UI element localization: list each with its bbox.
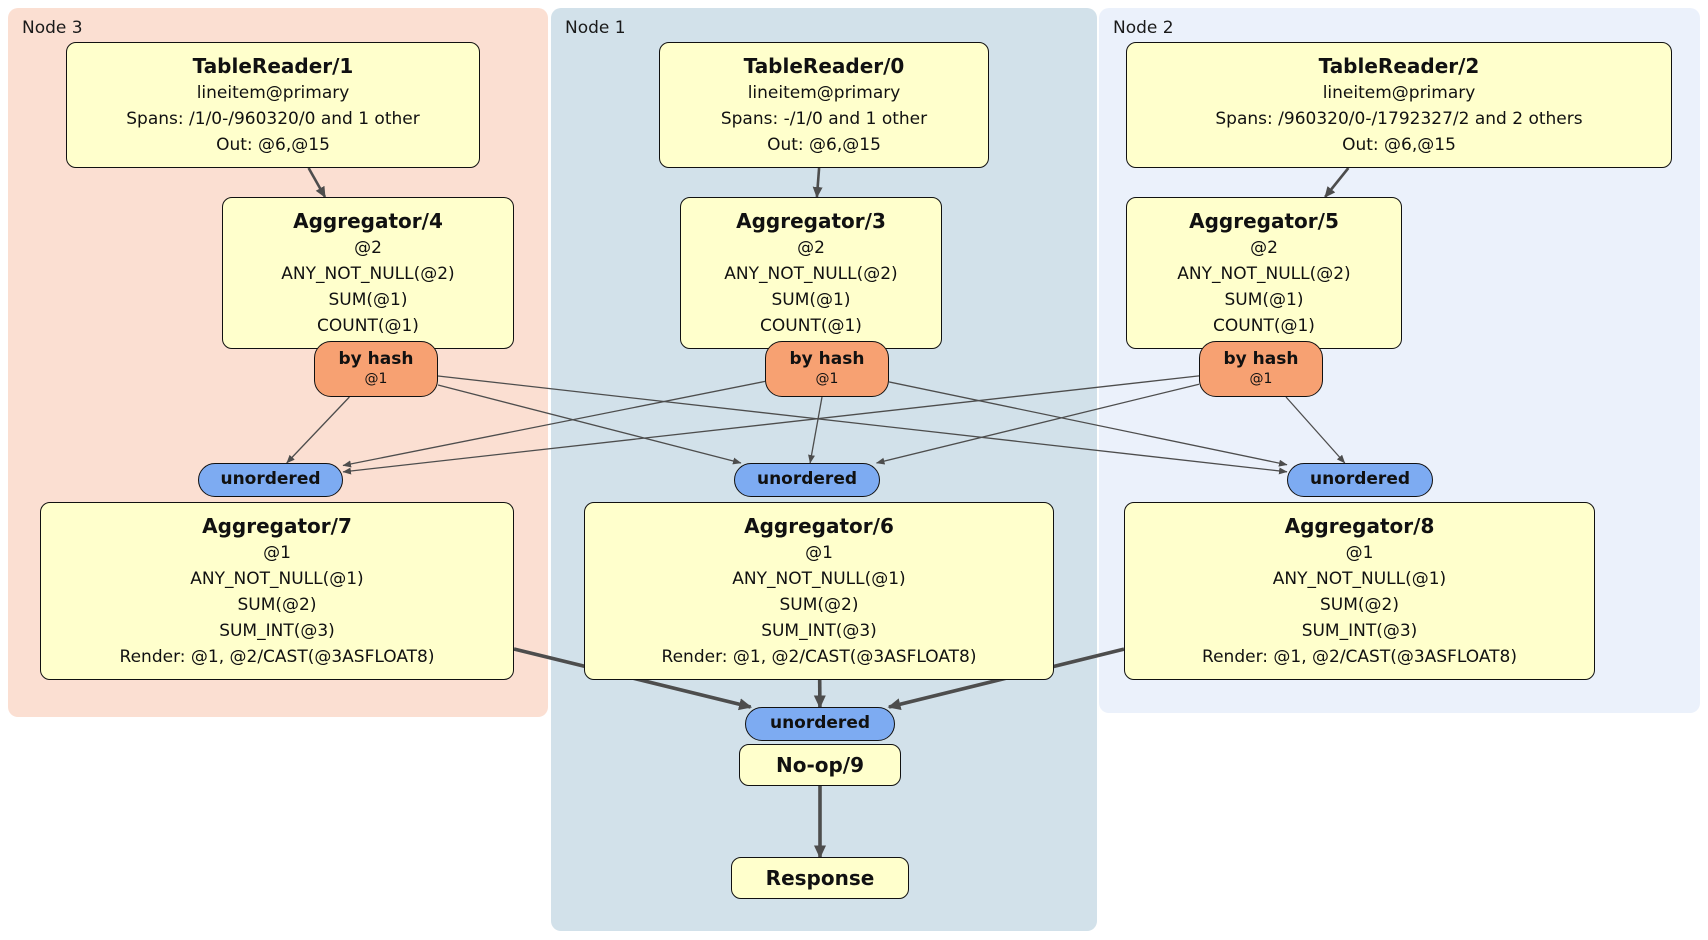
processor-detail-line: ANY_NOT_NULL(@2): [1177, 264, 1351, 284]
processor-detail-line: SUM(@2): [1320, 595, 1399, 615]
region-node1-label: Node 1: [565, 18, 626, 38]
processor-detail-line: SUM_INT(@3): [1301, 621, 1418, 641]
processor-detail-line: @2: [1250, 238, 1278, 258]
processor-detail-line: SUM(@2): [237, 595, 317, 615]
router-label: by hash: [338, 349, 414, 369]
processor-title-noop9: No-op/9: [775, 753, 865, 777]
processor-title-tr0: TableReader/0: [743, 54, 905, 78]
processor-box-response: Response: [731, 857, 909, 899]
edge-tr1-agg4: [307, 167, 327, 198]
processor-title-agg4: Aggregator/4: [293, 209, 443, 233]
processor-title-agg7: Aggregator/7: [202, 514, 352, 538]
processor-detail-line: Out: @6,@15: [216, 135, 330, 155]
sync-unordered-uno3: unordered: [198, 463, 343, 497]
router-by-hash-node3: by hash @1: [314, 341, 438, 397]
edge-byhash3-uno2: [437, 375, 1288, 475]
edge-byhash1-uno3: [342, 380, 766, 468]
processor-detail-line: ANY_NOT_NULL(@1): [1272, 569, 1447, 589]
router-hash-columns: @1: [1249, 371, 1273, 387]
processor-detail-line: @1: [263, 543, 291, 563]
sync-unordered-uno1: unordered: [734, 463, 880, 497]
processor-detail-line: ANY_NOT_NULL(@1): [732, 569, 906, 589]
processor-title-agg8: Aggregator/8: [1284, 514, 1435, 538]
processor-detail-line: @2: [797, 238, 825, 258]
edge-tr2-agg5: [1324, 167, 1350, 198]
router-label: by hash: [1223, 349, 1299, 369]
processor-detail-line: @1: [1345, 543, 1374, 563]
processor-detail-line: Spans: -/1/0 and 1 other: [720, 109, 928, 129]
edge-byhash2-uno2: [1285, 396, 1346, 464]
processor-detail-line: Render: @1, @2/CAST(@3ASFLOAT8): [119, 647, 435, 667]
processor-detail-line: Out: @6,@15: [1342, 135, 1456, 155]
router-hash-columns: @1: [815, 371, 839, 387]
router-hash-columns: @1: [364, 371, 388, 387]
processor-detail-line: SUM(@1): [771, 290, 851, 310]
edge-byhash1-uno2: [888, 381, 1288, 467]
processor-detail-line: @2: [354, 238, 382, 258]
processor-title-tr2: TableReader/2: [1318, 54, 1480, 78]
processor-detail-line: ANY_NOT_NULL(@2): [724, 264, 898, 284]
processor-detail-line: SUM_INT(@3): [761, 621, 877, 641]
edge-byhash3-uno1: [437, 384, 742, 465]
processor-title-agg6: Aggregator/6: [744, 514, 894, 538]
processor-box-noop9: No-op/9: [739, 744, 901, 786]
processor-detail-line: COUNT(@1): [760, 316, 862, 336]
processor-title-tr1: TableReader/1: [192, 54, 354, 78]
processor-title-agg5: Aggregator/5: [1189, 209, 1339, 233]
processor-detail-line: SUM(@2): [779, 595, 859, 615]
processor-detail-line: Spans: /960320/0-/1792327/2 and 2 others: [1215, 109, 1583, 129]
processor-detail-line: Render: @1, @2/CAST(@3ASFLOAT8): [1202, 647, 1517, 667]
processor-detail-line: ANY_NOT_NULL(@2): [281, 264, 455, 284]
sync-unordered-uno2: unordered: [1287, 463, 1433, 497]
edge-byhash3-uno3: [286, 396, 350, 464]
processor-detail-line: lineitem@primary: [747, 83, 901, 103]
processor-title-response: Response: [765, 866, 875, 890]
region-node3-label: Node 3: [22, 18, 83, 38]
processor-detail-line: COUNT(@1): [1213, 316, 1315, 336]
processor-detail-line: Spans: /1/0-/960320/0 and 1 other: [126, 109, 420, 129]
processor-detail-line: lineitem@primary: [1322, 83, 1476, 103]
processor-detail-line: @1: [805, 543, 833, 563]
edge-tr0-agg3: [812, 167, 823, 198]
router-by-hash-node2: by hash @1: [1199, 341, 1323, 397]
router-label: by hash: [789, 349, 865, 369]
edge-byhash1-uno1: [808, 396, 823, 464]
processor-detail-line: SUM(@1): [1224, 290, 1304, 310]
router-by-hash-node1: by hash @1: [765, 341, 889, 397]
processor-detail-line: SUM(@1): [328, 290, 408, 310]
processor-detail-line: ANY_NOT_NULL(@1): [190, 569, 364, 589]
processor-detail-line: lineitem@primary: [196, 83, 350, 103]
processor-detail-line: Render: @1, @2/CAST(@3ASFLOAT8): [661, 647, 977, 667]
edge-byhash2-uno3: [342, 375, 1200, 475]
region-node2-label: Node 2: [1113, 18, 1174, 38]
processor-detail-line: Out: @6,@15: [767, 135, 881, 155]
edge-byhash2-uno1: [876, 383, 1200, 465]
sync-unordered-unoB: unordered: [745, 707, 895, 741]
processor-title-agg3: Aggregator/3: [736, 209, 886, 233]
processor-detail-line: COUNT(@1): [317, 316, 419, 336]
processor-detail-line: SUM_INT(@3): [219, 621, 335, 641]
